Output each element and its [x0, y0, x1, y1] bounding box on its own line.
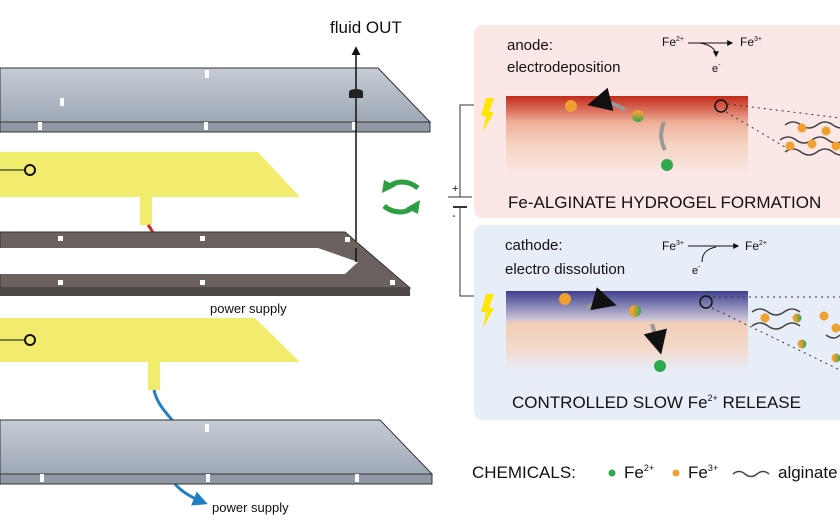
fluid-out-tube	[349, 46, 363, 245]
cathode-gel-region	[506, 291, 748, 371]
fluid-out-label: fluid OUT	[330, 18, 402, 37]
lightning-icon	[481, 294, 494, 328]
legend-fe3-dot	[672, 469, 680, 477]
legend-label: CHEMICALS:	[472, 463, 576, 482]
power-supply-label-top: power supply	[210, 301, 287, 316]
battery-circuit	[448, 104, 478, 297]
anode-title: anode:	[507, 37, 553, 54]
cathode-electrode	[0, 318, 300, 390]
polarity-switch-arrows-icon	[382, 179, 420, 215]
legend: CHEMICALS: Fe2+ Fe3+ alginate	[472, 463, 838, 482]
legend-alginate-icon	[732, 470, 770, 478]
battery-minus: -	[452, 210, 456, 222]
anode-subtitle: electrodeposition	[507, 59, 620, 76]
top-plate	[0, 67, 432, 133]
cathode-electron: e-	[692, 264, 701, 277]
anode-reaction-to: Fe3+	[740, 35, 762, 49]
alginate-chains	[779, 121, 840, 156]
cathode-title: cathode:	[505, 237, 563, 254]
power-supply-label-bottom: power supply	[212, 500, 289, 515]
lightning-icon	[481, 98, 494, 132]
anode-panel: anode: electrodeposition Fe2+ Fe3+ e- Fe…	[474, 25, 840, 218]
cathode-reaction-from: Fe3+	[662, 239, 684, 253]
cathode-panel: cathode: electro dissolution Fe3+ Fe2+ e…	[474, 225, 840, 420]
anode-reaction-from: Fe2+	[662, 35, 684, 49]
battery-plus: +	[452, 183, 458, 195]
cathode-caption: CONTROLLED SLOW Fe2+ RELEASE	[512, 393, 801, 412]
anode-caption: Fe-ALGINATE HYDROGEL FORMATION	[508, 193, 821, 212]
legend-fe3: Fe3+	[688, 463, 718, 482]
anode-electron: e-	[712, 62, 721, 75]
bottom-plate	[0, 419, 434, 485]
gasket	[0, 231, 412, 296]
cathode-subtitle: electro dissolution	[505, 261, 625, 278]
anode-gel-region	[506, 96, 748, 174]
cathode-reaction-to: Fe2+	[745, 239, 767, 253]
legend-fe2: Fe2+	[624, 463, 654, 482]
anode-electrode	[0, 152, 300, 225]
legend-alginate: alginate	[778, 463, 838, 482]
legend-fe2-dot	[608, 469, 616, 477]
